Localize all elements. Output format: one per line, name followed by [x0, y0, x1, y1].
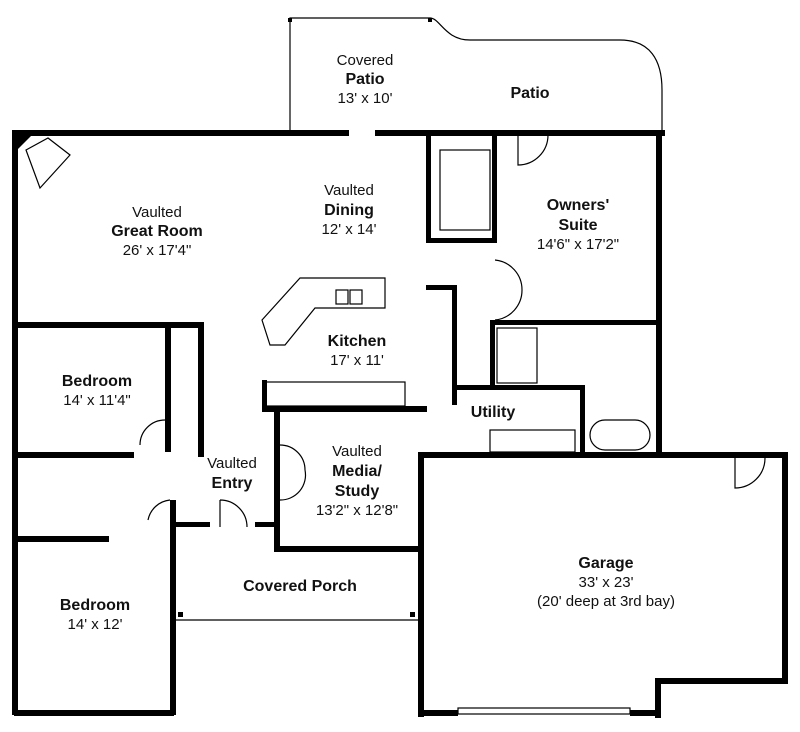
- media-name: Media/: [332, 463, 382, 480]
- patio-label: Patio: [510, 85, 549, 102]
- covered-porch-name: Covered Porch: [243, 578, 357, 595]
- utility-name: Utility: [471, 404, 516, 421]
- great-room-vaulted: Vaulted: [132, 204, 182, 221]
- study-name: Study: [335, 483, 380, 500]
- covered-patio-label: Covered: [337, 52, 394, 69]
- covered-patio-size: 13' x 10': [338, 90, 393, 107]
- owners-suite-line2: Suite: [558, 217, 597, 234]
- owners-suite-line1: Owners': [547, 197, 610, 214]
- dining-size: 12' x 14': [322, 221, 377, 238]
- entry-vaulted: Vaulted: [207, 455, 257, 472]
- garage-size: 33' x 23': [579, 574, 634, 591]
- garage-name: Garage: [578, 555, 633, 572]
- bedroom2-size: 14' x 12': [68, 616, 123, 633]
- media-study-size: 13'2" x 12'8": [316, 502, 398, 519]
- walls: [12, 130, 788, 718]
- dining-vaulted: Vaulted: [324, 182, 374, 199]
- doors: [139, 134, 766, 528]
- bedroom1-name: Bedroom: [62, 373, 132, 390]
- bedroom1-size: 14' x 11'4": [63, 392, 131, 409]
- kitchen-size: 17' x 11': [330, 352, 384, 369]
- covered-patio-name: Patio: [345, 71, 384, 88]
- garage-note: (20' deep at 3rd bay): [537, 593, 675, 610]
- patio-outline: [289, 17, 663, 133]
- owners-suite-size: 14'6" x 17'2": [537, 236, 619, 253]
- bedroom2-name: Bedroom: [60, 597, 130, 614]
- kitchen-name: Kitchen: [328, 333, 387, 350]
- dining-name: Dining: [324, 202, 374, 219]
- great-room-size: 26' x 17'4": [123, 242, 192, 259]
- entry-name: Entry: [212, 475, 253, 492]
- media-vaulted: Vaulted: [332, 443, 382, 460]
- great-room-name: Great Room: [111, 223, 203, 240]
